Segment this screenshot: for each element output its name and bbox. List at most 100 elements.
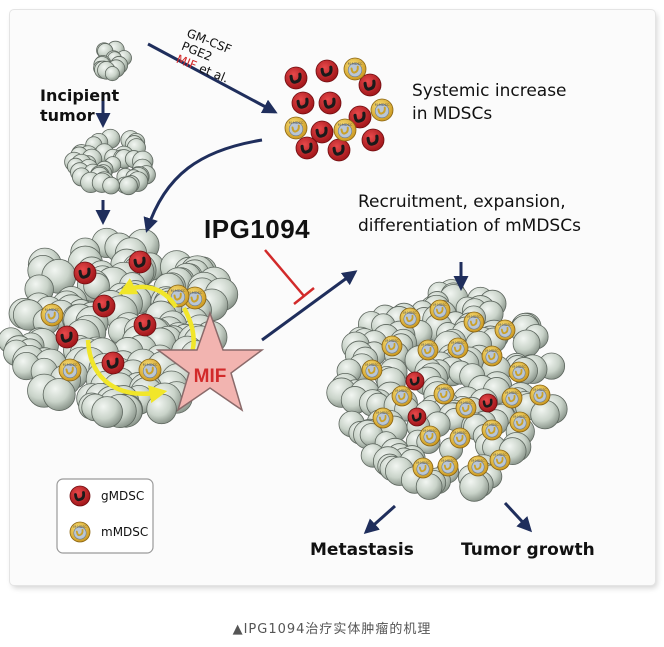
gmdsc-cell <box>55 325 79 349</box>
mmdsc-badge: M·MDSC <box>459 401 473 405</box>
mmdsc-badge: M·MDSC <box>441 459 455 463</box>
gmdsc-cell <box>284 66 308 90</box>
mmdsc-cell: M·MDSC <box>433 383 455 405</box>
incipient-tumor-cluster <box>93 40 132 82</box>
tumor-cell <box>512 329 541 358</box>
mmdsc-cell: M·MDSC <box>40 303 64 327</box>
gmdsc-cell <box>133 313 157 337</box>
mmdsc-cell: M·MDSC <box>391 385 413 407</box>
mmdsc-badge: M·MDSC <box>437 387 451 391</box>
mmdsc-badge: M·MDSC <box>143 363 158 367</box>
tumor-cell <box>91 396 123 428</box>
tumor-cell <box>530 399 560 430</box>
mmdsc-badge: M·MDSC <box>471 459 485 463</box>
mmdsc-badge: M·MDSC <box>63 363 78 367</box>
gmdsc-cell <box>318 91 342 115</box>
mmdsc-badge: M·MDSC <box>171 289 186 293</box>
mmdsc-cell: M·MDSC <box>437 455 459 477</box>
mmdsc-badge: M·MDSC <box>485 423 499 427</box>
mmdsc-badge: M·MDSC <box>533 388 547 392</box>
systemic-increase-label: Systemic increase in MDSCs <box>412 81 567 124</box>
mmdsc-badge: M·MDSC <box>467 315 481 319</box>
gmdsc-cell <box>361 128 385 152</box>
arrow-factors-to-mdsc <box>147 42 278 114</box>
arrow-mdsc-to-tumor <box>143 138 263 233</box>
growing-tumor-cluster <box>64 128 156 196</box>
mmdsc-infiltrated-tumor-mass: M·MDSC M·MDSC M·MDSC M·MDSC M·MDSC M·MDSC M·MD… <box>326 279 568 502</box>
mmdsc-badge: M·MDSC <box>338 123 353 127</box>
legend-gmdsc-label: gMDSC <box>101 489 144 503</box>
legend-mmdsc-label: mMDSC <box>101 525 148 539</box>
mmdsc-cell: M·MDSC <box>509 411 531 433</box>
mmdsc-badge: M·MDSC <box>416 461 430 465</box>
mmdsc-badge: M·MDSC <box>513 415 527 419</box>
gmdsc-cell <box>73 261 97 285</box>
incipient-tumor-label: Incipient tumor <box>40 86 120 125</box>
mmdsc-cell: M·MDSC <box>489 449 511 471</box>
mmdsc-badge: M·MDSC <box>376 411 390 415</box>
gmdsc-cell <box>295 136 319 160</box>
mmdsc-badge: M·MDSC <box>421 343 435 347</box>
mmdsc-cell: M·MDSC <box>370 98 394 122</box>
mmdsc-cell: M·MDSC <box>381 335 403 357</box>
gmdsc-cell <box>128 250 152 274</box>
gmdsc-cell <box>478 393 498 413</box>
mmdsc-badge: M·MDSC <box>365 363 379 367</box>
systemic-mdsc-cluster: M·MDSC M·MDSC M·MDSC M·MDSC <box>284 57 394 162</box>
mmdsc-badge: M·MDSC <box>403 311 417 315</box>
gmdsc-cell <box>348 105 372 129</box>
mmdsc-badge: M·MDSC <box>498 323 512 327</box>
figure-caption: ▲IPG1094治疗实体肿瘤的机理 <box>232 622 432 637</box>
mmdsc-cell: M·MDSC <box>412 457 434 479</box>
mmdsc-badge: M·MDSC <box>289 121 304 125</box>
mmdsc-cell: M·MDSC <box>449 427 471 449</box>
gmdsc-cell <box>405 371 425 391</box>
mmdsc-badge: M·MDSC <box>348 62 363 66</box>
mmdsc-cell: M·MDSC <box>508 361 530 383</box>
tumor-cell <box>459 471 490 502</box>
arrow-to-metastasis <box>363 504 397 535</box>
mmdsc-cell: M·MDSC <box>467 455 489 477</box>
mmdsc-cell: M·MDSC <box>138 358 162 382</box>
gmdsc-cell <box>358 73 382 97</box>
mmdsc-cell: M·MDSC <box>58 358 82 382</box>
mmdsc-cell: M·MDSC <box>419 425 441 447</box>
gmdsc-cell <box>407 407 427 427</box>
mmdsc-cell: M·MDSC <box>399 307 421 329</box>
gmdsc-cell <box>101 351 125 375</box>
gmdsc-cell <box>92 294 116 318</box>
tumor-cell <box>104 66 120 82</box>
arrow-to-tumor-growth <box>503 501 533 533</box>
mmdsc-badge: M·MDSC <box>375 103 390 107</box>
mmdsc-badge: M·MDSC <box>73 525 87 529</box>
mmdsc-cell: M·MDSC <box>501 387 523 409</box>
mmdsc-cell: M·MDSC <box>429 299 451 321</box>
mmdsc-cell: M·MDSC <box>361 359 383 381</box>
gmdsc-cell <box>291 91 315 115</box>
gmdsc-cell <box>315 59 339 83</box>
mmdsc-cell: M·MDSC <box>481 419 503 441</box>
mmdsc-cell: M·MDSC <box>69 521 91 543</box>
tumor-cell <box>146 393 177 425</box>
mmdsc-cell: M·MDSC <box>372 407 394 429</box>
mmdsc-badge: M·MDSC <box>451 341 465 345</box>
metastasis-label: Metastasis <box>310 540 414 560</box>
legend-icons: M·MDSC <box>69 485 91 543</box>
gmdsc-cell <box>327 138 351 162</box>
tumor-growth-label: Tumor growth <box>461 540 595 560</box>
mmdsc-badge: M·MDSC <box>453 431 467 435</box>
mmdsc-cell: M·MDSC <box>343 57 367 81</box>
tumor-cell <box>119 176 138 196</box>
mmdsc-badge: M·MDSC <box>395 389 409 393</box>
inhibition-symbol <box>264 249 315 305</box>
mif-star-label: MIF <box>194 366 227 387</box>
mmdsc-cell: M·MDSC <box>417 339 439 361</box>
mmdsc-badge: M·MDSC <box>188 291 203 295</box>
mmdsc-badge: M·MDSC <box>485 349 499 353</box>
arrow-mif-to-recruitment <box>261 270 358 342</box>
recruitment-label: Recruitment, expansion, differentiation … <box>358 192 581 236</box>
mmdsc-cell: M·MDSC <box>494 319 516 341</box>
mmdsc-badge: M·MDSC <box>433 303 447 307</box>
